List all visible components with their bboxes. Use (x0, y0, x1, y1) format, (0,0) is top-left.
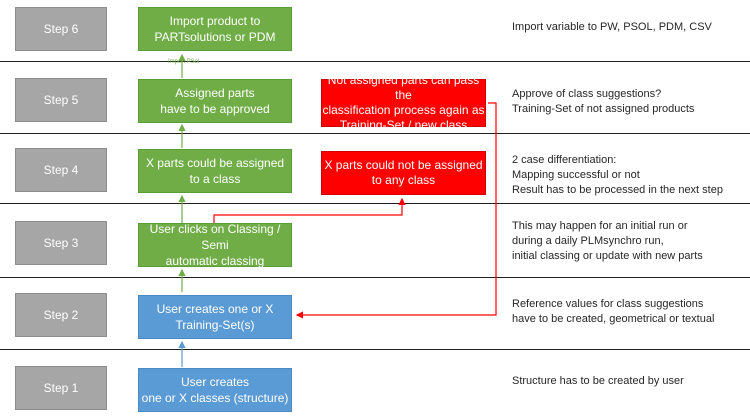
step-5-label: Step 5 (43, 93, 79, 107)
assigned-parts-box: Assigned parts have to be approved (138, 79, 292, 123)
note-step-6: Import variable to PW, PSOL, PDM, CSV (512, 21, 712, 33)
feedback-arrow (295, 102, 497, 319)
step-1-label: Step 1 (43, 381, 79, 395)
row-divider (0, 349, 750, 350)
step-4-box: Step 4 (15, 148, 107, 192)
note-step-4: 2 case differentiation: Mapping successf… (512, 154, 723, 196)
assigned-parts-text: Assigned parts have to be approved (160, 86, 270, 116)
user-creates-classes-text: User creates one or X classes (structure… (141, 375, 289, 405)
not-assigned-pass-box: Not assigned parts can pass the classifi… (321, 73, 486, 132)
import-product-box: Import product to PARTsolutions or PDM (138, 7, 292, 51)
not-assigned-pass-text: Not assigned parts can pass the classifi… (322, 73, 485, 132)
user-classing-box: User clicks on Classing / Semi automatic… (138, 222, 292, 268)
import-psol-label: Import PSol (168, 59, 200, 65)
training-set-text: User creates one or X Training-Set(s) (156, 302, 274, 332)
step-5-box: Step 5 (15, 78, 107, 122)
row-divider (0, 133, 750, 134)
note-step-5: Approve of class suggestions? Training-S… (512, 88, 695, 115)
step-3-box: Step 3 (15, 221, 107, 265)
not-assigned-any-box: X parts could not be assigned to any cla… (321, 151, 486, 195)
step-3-label: Step 3 (43, 236, 79, 250)
parts-assigned-box: X parts could be assigned to a class (138, 149, 292, 193)
step-6-box: Step 6 (15, 7, 107, 51)
step-1-box: Step 1 (15, 366, 107, 410)
step-2-label: Step 2 (43, 308, 79, 322)
step-4-label: Step 4 (43, 163, 79, 177)
training-set-box: User creates one or X Training-Set(s) (138, 295, 292, 339)
step-2-box: Step 2 (15, 293, 107, 337)
not-assigned-any-text: X parts could not be assigned to any cla… (324, 158, 483, 187)
row-divider (0, 61, 750, 62)
row-divider (0, 277, 750, 278)
user-classing-text: User clicks on Classing / Semi automatic… (149, 222, 281, 268)
row-divider (0, 203, 750, 204)
exception-arrow-3-4 (213, 197, 406, 225)
user-creates-classes-box: User creates one or X classes (structure… (138, 368, 292, 412)
step-6-label: Step 6 (43, 22, 79, 36)
note-step-1: Structure has to be created by user (512, 375, 684, 387)
note-step-2: Reference values for class suggestions h… (512, 298, 715, 325)
import-product-text: Import product to PARTsolutions or PDM (154, 14, 276, 44)
note-step-3: This may happen for an initial run or du… (512, 220, 703, 262)
parts-assigned-text: X parts could be assigned to a class (145, 156, 285, 186)
